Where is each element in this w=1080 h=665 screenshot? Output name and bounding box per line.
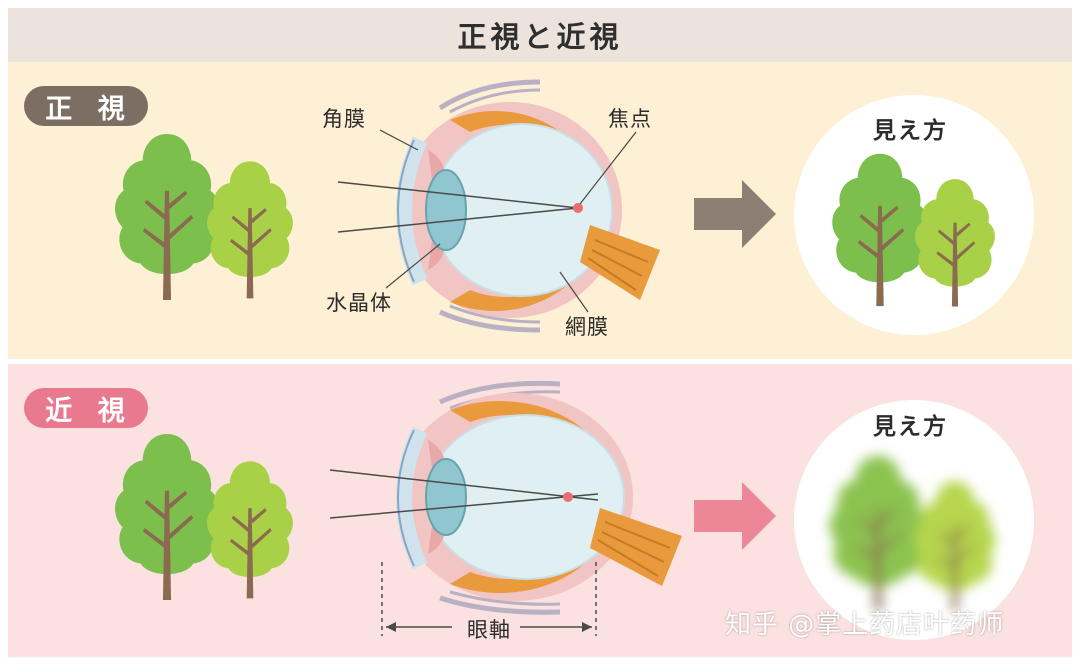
watermark: 知乎 @掌上药店叶药师 [725,610,1005,640]
tree-icon [207,461,293,599]
eye-cross-section-icon [337,79,660,333]
page-title: 正視と近視 [8,8,1072,62]
tree-icon [115,434,219,600]
focal-point-marker [573,203,583,213]
label-axial-length: 眼軸 [467,618,511,642]
label-lens: 水晶体 [326,291,392,315]
eye-cross-section-icon [329,380,682,636]
view-title-myopia: 見え方 [873,414,948,440]
tree-icon [207,161,293,299]
tree-icon [115,134,219,300]
view-title-normal: 見え方 [873,118,948,144]
arrow-right-icon [694,180,776,248]
normal-vision-badge: 正 視 [24,86,148,126]
label-cornea: 角膜 [322,107,366,131]
focal-point-marker [563,492,573,502]
label-retina: 網膜 [565,315,609,339]
myopia-badge: 近 視 [24,388,148,428]
arrow-right-icon [694,482,776,550]
label-focal-point: 焦点 [608,107,652,131]
